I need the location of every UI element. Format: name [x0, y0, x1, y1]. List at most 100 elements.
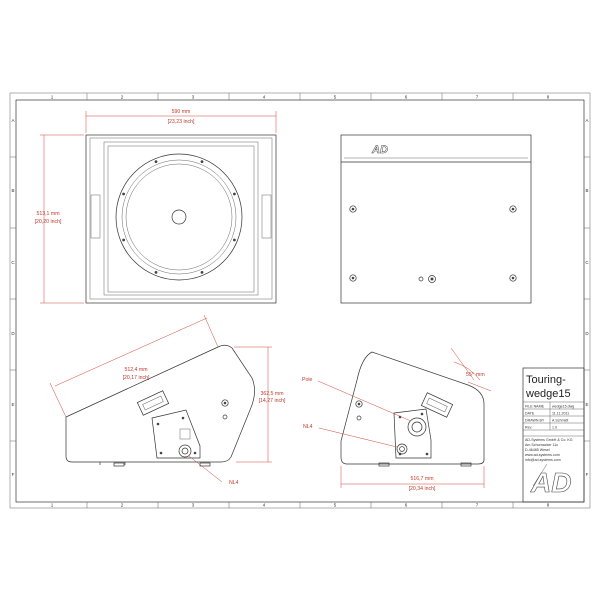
- woofer-screw: [154, 160, 158, 164]
- top-connector-large: [428, 275, 436, 283]
- nl4-connector-right: [396, 443, 408, 455]
- title-block-label: FILE NAME: [525, 405, 545, 409]
- diagonal-dimension-line: [54, 317, 208, 387]
- title-block-label: DATE: [525, 412, 535, 416]
- title-block-label: Rev.: [525, 426, 532, 430]
- nl4-connector-left: [178, 444, 192, 458]
- row-label-left: A: [11, 118, 14, 123]
- nl4-right-label: NL4: [303, 424, 313, 430]
- col-label-bottom: 8: [547, 503, 550, 508]
- side-height-mm-label: 362,5 mm: [260, 391, 283, 397]
- top-brand-logo: AD: [371, 144, 388, 156]
- left-side-cabinet-outline: [65, 344, 255, 463]
- right-side-screw-center: [357, 402, 361, 406]
- width-inch-label: [23,23 inch]: [168, 119, 195, 125]
- right-side-screw: [356, 415, 362, 421]
- company-street: Am Schornacker 11c: [525, 443, 558, 447]
- left-side-handle: [136, 390, 170, 416]
- height-inch-label: [20,20 inch]: [35, 219, 62, 225]
- plate-screw: [159, 451, 163, 455]
- left-side-foot: [113, 462, 125, 467]
- right-handle: [261, 194, 272, 239]
- plate-screw: [156, 422, 160, 426]
- woofer-screws: [122, 160, 236, 274]
- title-block: Touring- wedge15 FILE NAME wedge15.dwg D…: [522, 367, 585, 503]
- row-label-right: D: [585, 331, 589, 336]
- woofer-basket: [115, 153, 243, 281]
- outer-frame: [9, 92, 591, 509]
- col-label-top: 1: [51, 95, 54, 100]
- nl4-connector-left-inner: [181, 447, 189, 455]
- plate-screw: [181, 416, 185, 420]
- woofer-screw: [200, 271, 204, 274]
- front-grille-frame: [103, 141, 259, 296]
- woofer-surround: [121, 159, 237, 275]
- front-cabinet-inner: [89, 137, 273, 300]
- top-screw-center: [351, 276, 355, 280]
- row-label-left: F: [12, 472, 15, 477]
- company-logo: AD: [530, 467, 571, 498]
- top-screw: [349, 274, 357, 282]
- angle-reference: [467, 381, 492, 392]
- row-label-right: F: [586, 472, 589, 477]
- left-side-screw-center: [223, 401, 227, 405]
- col-label-top: 5: [334, 95, 337, 100]
- company-city: D-46485 Wesel: [525, 448, 550, 452]
- left-side-label-plate: [179, 428, 191, 440]
- col-label-top: 7: [476, 95, 479, 100]
- row-label-right: C: [585, 260, 589, 265]
- top-cabinet-outline: [340, 134, 532, 304]
- top-connector-small: [418, 276, 424, 282]
- handle-inner: [142, 395, 164, 411]
- dim-extension: [203, 314, 219, 348]
- pole-mount-socket: [407, 417, 427, 437]
- col-label-bottom: 6: [405, 503, 408, 508]
- diag-mm-label: 512,4 mm: [124, 367, 147, 373]
- handle-inner: [426, 397, 448, 413]
- plate-screw: [425, 452, 429, 456]
- pole-leader: [317, 380, 412, 422]
- row-label-right: B: [585, 188, 588, 193]
- title-block-value: wedge15.dwg: [552, 405, 574, 409]
- front-cabinet-outline: [85, 134, 277, 304]
- plate-screw: [193, 451, 197, 455]
- front-view: 590 mm [23,23 inch] 513,1 mm [20,20 inch…: [35, 109, 277, 304]
- frame-row-labels: A B C D E F A B C D E F: [11, 118, 589, 477]
- angle-unit-label: mm: [476, 372, 485, 378]
- angle-extension: [450, 347, 475, 381]
- col-label-bottom: 3: [192, 503, 195, 508]
- handle-outer: [420, 392, 454, 418]
- handle-outer: [136, 390, 170, 416]
- row-label-right: E: [585, 402, 588, 407]
- col-label-top: 6: [405, 95, 408, 100]
- row-label-left: E: [11, 402, 14, 407]
- top-screw-center: [511, 207, 515, 211]
- woofer-screw: [200, 160, 204, 164]
- row-label-left: D: [11, 331, 15, 336]
- angle-label: 55°: [466, 372, 474, 378]
- drawing-title-line2: wedge15: [525, 388, 571, 400]
- nl4-leader-left: [188, 455, 223, 483]
- top-screw-center: [351, 207, 355, 211]
- col-label-bottom: 5: [334, 503, 337, 508]
- top-screw-center: [511, 276, 515, 280]
- left-side-connector-plate: [151, 409, 201, 459]
- title-block-frame: [522, 367, 585, 503]
- left-handle: [90, 194, 101, 239]
- depth-inch-label: [20,34 inch]: [409, 486, 436, 492]
- col-label-top: 2: [121, 95, 124, 100]
- diag-inch-label: [20,17 inch]: [123, 375, 150, 381]
- pole-mount-socket-inner: [411, 421, 423, 433]
- top-screw: [509, 274, 517, 282]
- width-mm-label: 590 mm: [172, 109, 191, 115]
- top-view: AD: [340, 134, 532, 304]
- right-side-foot: [378, 462, 390, 467]
- col-label-bottom: 7: [476, 503, 479, 508]
- drawing-title-line1: Touring-: [526, 374, 566, 386]
- woofer-dust-cap: [171, 209, 187, 225]
- depth-mm-label: 516,7 mm: [410, 476, 433, 482]
- height-mm-label: 513,1 mm: [36, 211, 59, 217]
- right-side-view: 516,7 mm [20,34 inch] 55° mm Pole NL4: [302, 347, 492, 492]
